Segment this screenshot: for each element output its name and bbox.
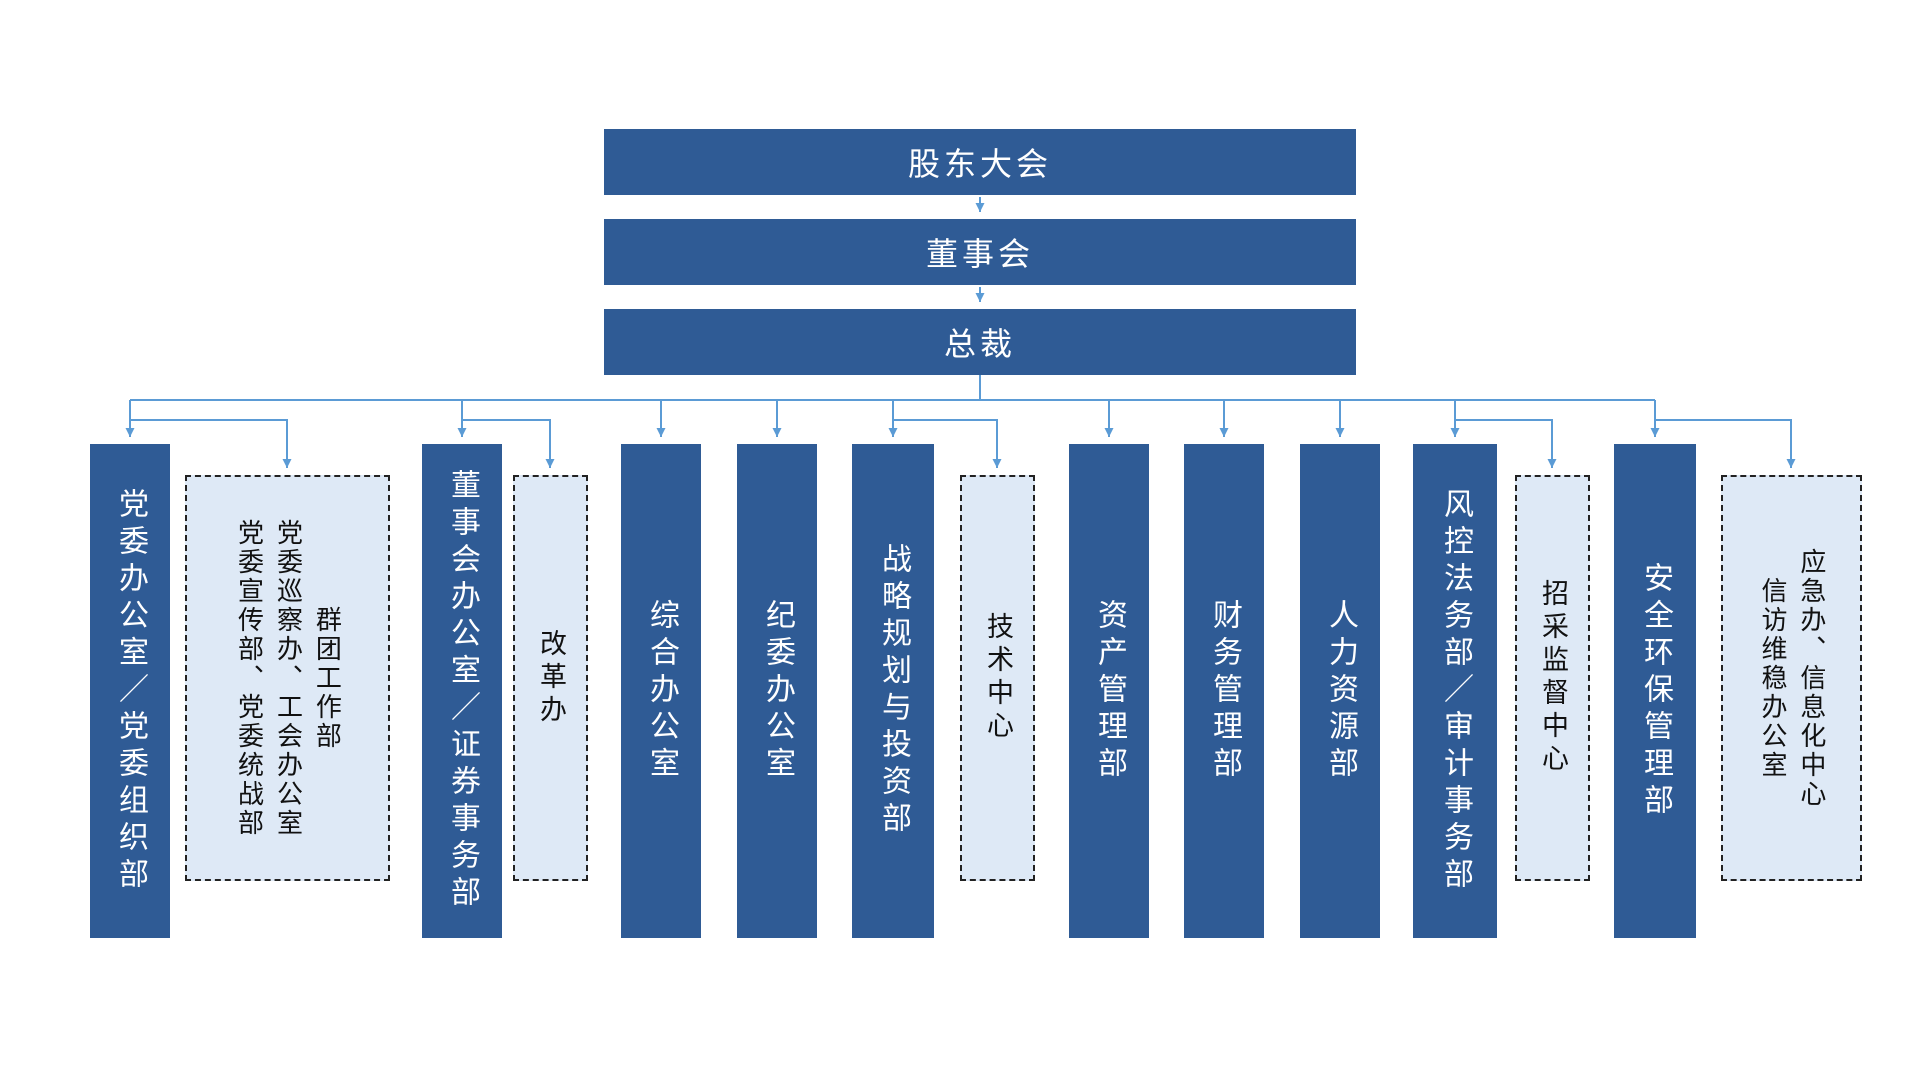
dept-multi-label: 应急办、信息化中心 信访维稳办公室 (1742, 477, 1841, 879)
node-president: 总裁 (604, 309, 1356, 375)
dept-label: 招采监督中心 (1538, 579, 1568, 777)
node-label: 总裁 (943, 326, 1016, 362)
node-shareholders-meeting: 股东大会 (604, 129, 1356, 195)
dept-party-committee-office: 党委办公室／党委组织部 (90, 444, 170, 938)
dept-label: 党委办公室／党委组织部 (114, 487, 147, 895)
dept-technology-center: 技术中心 (960, 475, 1035, 881)
dept-procurement-supervision: 招采监督中心 (1515, 475, 1590, 881)
dept-reform-office: 改革办 (513, 475, 588, 881)
dept-label: 改革办 (536, 628, 566, 728)
dept-label: 信访维稳办公室 (1758, 576, 1788, 780)
dept-asset-management: 资产管理部 (1069, 444, 1149, 938)
dept-label: 应急办、信息化中心 (1796, 547, 1827, 809)
dept-label: 战略规划与投资部 (877, 543, 910, 839)
dept-emergency-petition: 应急办、信息化中心 信访维稳办公室 (1721, 475, 1862, 881)
dept-label: 财务管理部 (1208, 598, 1241, 784)
dept-multi-label: 群团工作部 党委巡察办、工会办公室 党委宣传部、党委统战部 (219, 477, 357, 879)
node-label: 董事会 (925, 236, 1034, 272)
dept-general-office: 综合办公室 (621, 444, 701, 938)
dept-label: 人力资源部 (1324, 598, 1357, 784)
dept-strategy-investment: 战略规划与投资部 (852, 444, 934, 938)
dept-label: 风控法务部／审计事务部 (1439, 487, 1472, 895)
dept-safety-environment: 安全环保管理部 (1614, 444, 1696, 938)
dept-risk-legal-audit: 风控法务部／审计事务部 (1413, 444, 1497, 938)
dept-board-office: 董事会办公室／证券事务部 (422, 444, 502, 938)
node-board-of-directors: 董事会 (604, 219, 1356, 285)
node-label: 股东大会 (907, 146, 1052, 182)
dept-party-sub-offices: 群团工作部 党委巡察办、工会办公室 党委宣传部、党委统战部 (185, 475, 390, 881)
dept-label: 综合办公室 (645, 598, 678, 784)
dept-label: 资产管理部 (1093, 598, 1126, 784)
dept-human-resources: 人力资源部 (1300, 444, 1380, 938)
dept-label: 党委巡察办、工会办公室 (273, 518, 304, 838)
dept-label: 纪委办公室 (761, 598, 794, 784)
dept-label: 董事会办公室／证券事务部 (446, 469, 479, 913)
dept-label: 党委宣传部、党委统战部 (234, 518, 265, 838)
dept-discipline-office: 纪委办公室 (737, 444, 817, 938)
dept-label: 群团工作部 (312, 605, 343, 751)
dept-label: 安全环保管理部 (1639, 561, 1672, 821)
dept-finance-management: 财务管理部 (1184, 444, 1264, 938)
dept-label: 技术中心 (983, 612, 1013, 744)
